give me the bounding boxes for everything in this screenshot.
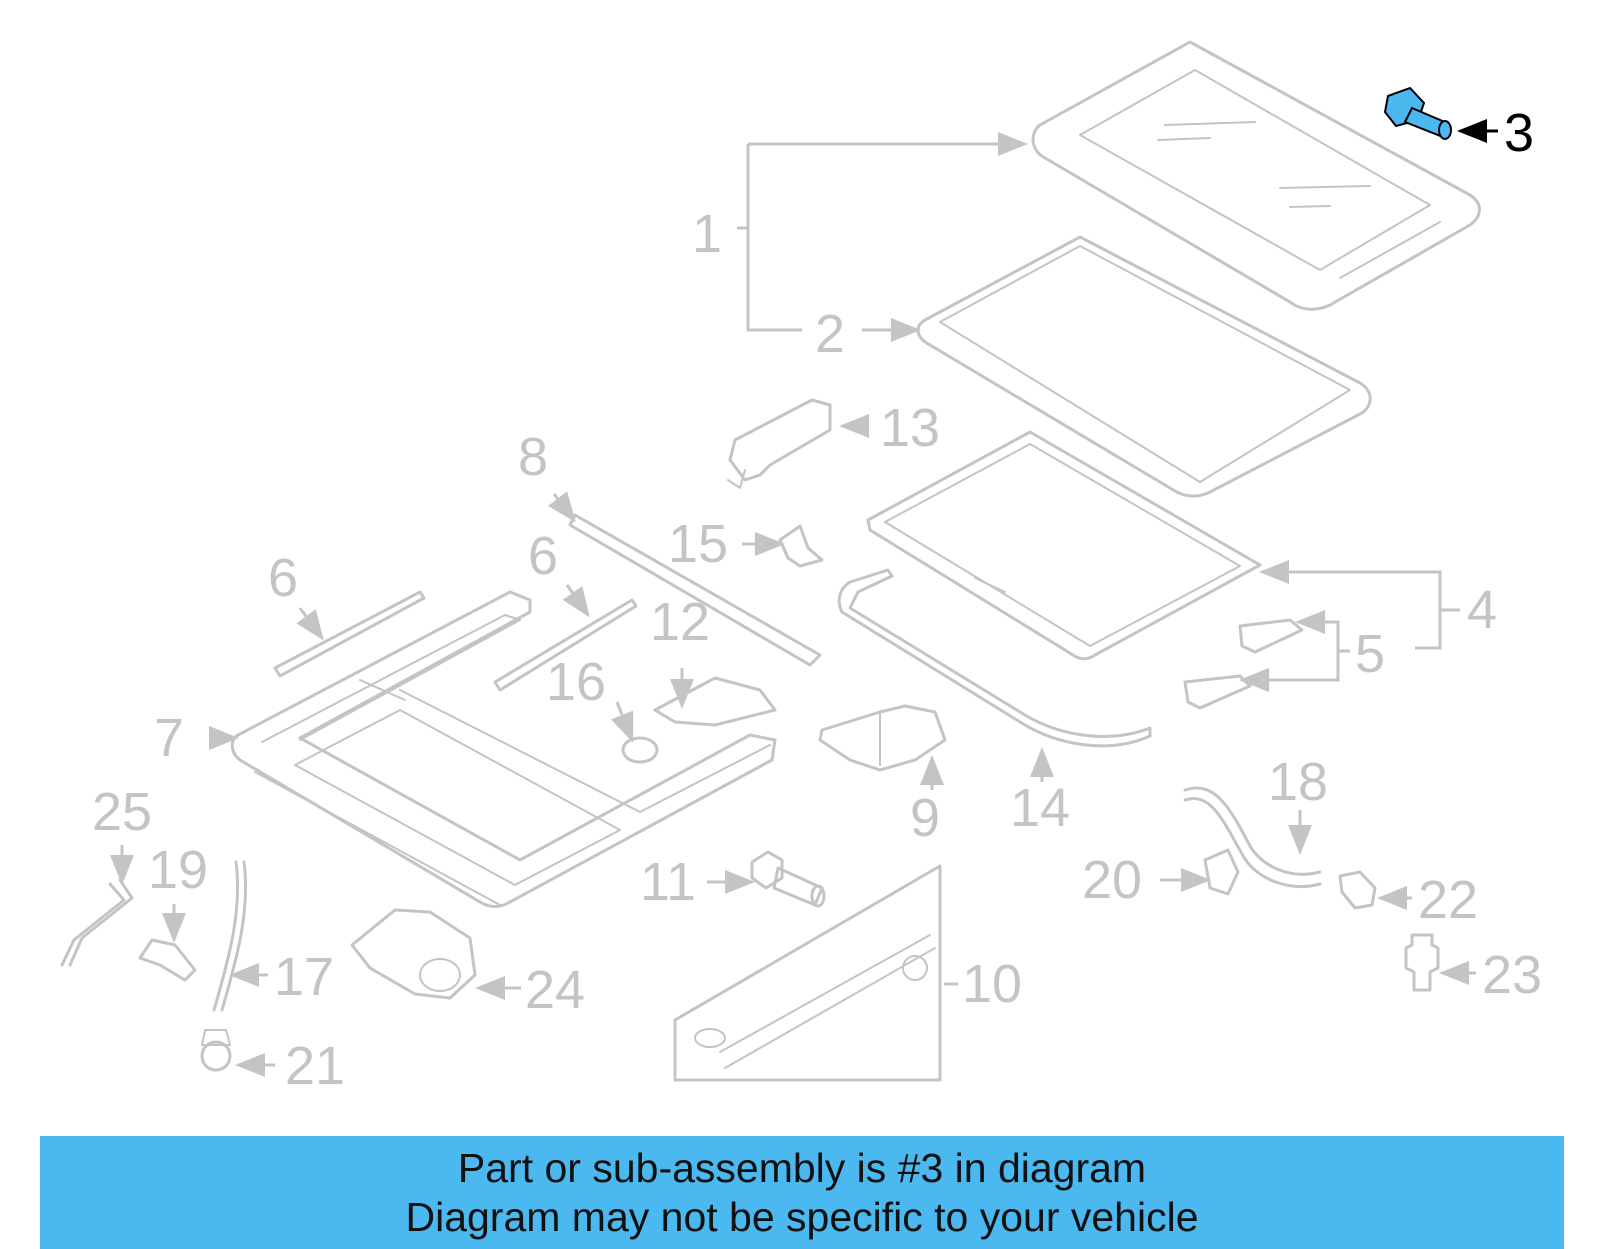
- clip-part-19: [138, 938, 197, 982]
- strip-part-6-left: [273, 590, 426, 678]
- callout-18: 18: [1268, 752, 1328, 812]
- clip-part-22: [1338, 870, 1377, 910]
- callout-10: 10: [962, 954, 1022, 1014]
- callout-6-right: 6: [528, 526, 558, 586]
- hose-part-18: [1183, 786, 1322, 888]
- callout-17: 17: [274, 947, 334, 1007]
- callout-22: 22: [1418, 870, 1478, 930]
- clip-part-15: [778, 524, 824, 568]
- callout-5: 5: [1355, 624, 1385, 684]
- strip-part-6-right: [493, 598, 638, 692]
- grommet-part-21: [200, 1029, 232, 1072]
- cap-part-16: [621, 736, 659, 764]
- callout-9: 9: [910, 788, 940, 848]
- callout-11: 11: [640, 852, 696, 912]
- callout-6-left: 6: [268, 548, 298, 608]
- bracket-part-9: [818, 704, 947, 772]
- motor-part-24: [350, 908, 477, 1000]
- callout-numbers: 1 2 3 4 5 6 6 7 8 9 10 11 12 13 14 15 16…: [92, 103, 1542, 1096]
- callout-25: 25: [92, 782, 152, 842]
- callout-13: 13: [880, 398, 940, 458]
- channel-part-14: [837, 568, 1152, 748]
- info-banner: Part or sub-assembly is #3 in diagram Di…: [40, 1136, 1564, 1249]
- hose-part-17: [212, 860, 248, 1012]
- callout-leaders: [110, 119, 1498, 1077]
- callout-20: 20: [1082, 850, 1142, 910]
- fastener-part-23: [1404, 933, 1440, 992]
- callout-23: 23: [1482, 945, 1542, 1005]
- bracket-part-5: [1183, 618, 1304, 710]
- switch-part-13: [727, 398, 832, 489]
- bolt-part-11: [750, 850, 826, 908]
- callout-8: 8: [518, 427, 548, 487]
- bolt-part-3: [1383, 86, 1452, 140]
- hose-part-25: [60, 878, 134, 967]
- callout-19: 19: [148, 840, 208, 900]
- callout-7: 7: [154, 708, 184, 768]
- callout-12: 12: [650, 592, 710, 652]
- callout-2: 2: [815, 304, 845, 364]
- callout-16: 16: [546, 652, 606, 712]
- callout-24: 24: [525, 960, 585, 1020]
- clip-part-20: [1203, 848, 1240, 896]
- banner-line-disclaimer: Diagram may not be specific to your vehi…: [405, 1194, 1199, 1240]
- sunshade-part-4: [866, 430, 1262, 661]
- glass-panel-part-1: [1031, 40, 1481, 311]
- callout-21: 21: [285, 1036, 345, 1096]
- callout-15: 15: [668, 514, 728, 574]
- guide-rail-part-10: [673, 864, 942, 1082]
- banner-line-part-number: Part or sub-assembly is #3 in diagram: [457, 1145, 1147, 1191]
- callout-14: 14: [1010, 778, 1070, 838]
- callout-1: 1: [692, 204, 722, 264]
- bracket-part-12: [653, 676, 777, 727]
- callout-4: 4: [1467, 580, 1497, 640]
- callout-3: 3: [1504, 103, 1534, 163]
